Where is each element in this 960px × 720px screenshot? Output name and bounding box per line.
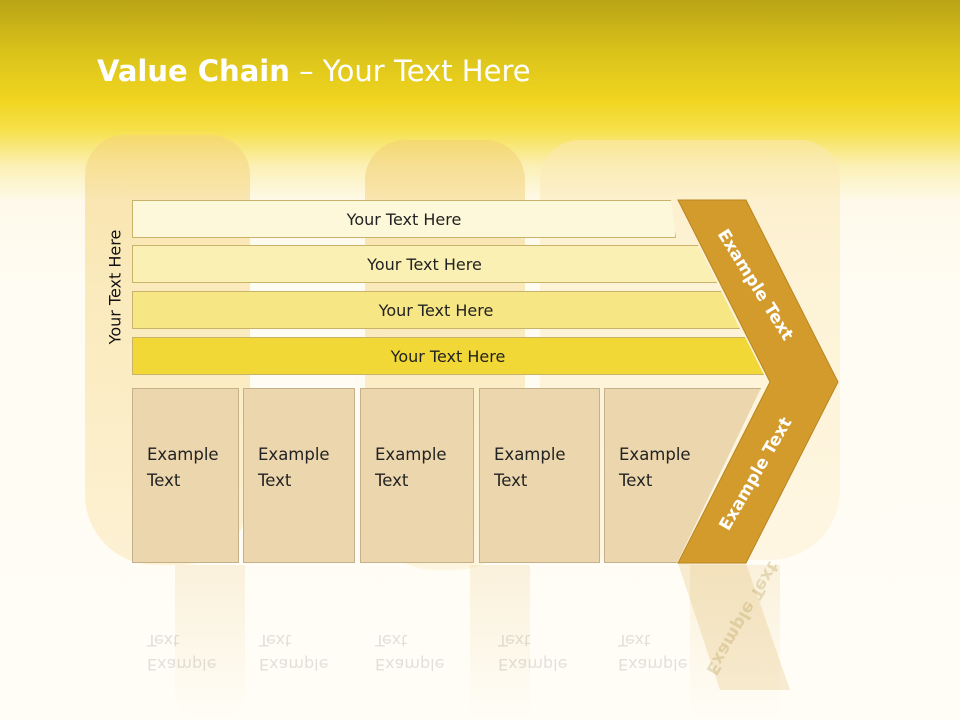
card-3-reflection-line1: Example [375, 655, 445, 674]
card-1-reflection-line1: Example [147, 655, 217, 674]
bar-2-label: Your Text Here [367, 254, 482, 274]
bar-1: Your Text Here [132, 200, 676, 238]
card-4-reflection-line1: Example [498, 655, 568, 674]
bar-3-label: Your Text Here [378, 300, 494, 320]
glass-stem-left [175, 565, 245, 720]
card-2-line1: Example [258, 445, 330, 464]
card-1-line1: Example [147, 445, 219, 464]
title-bold: Value Chain [97, 54, 290, 88]
bar-1-label: Your Text Here [346, 209, 462, 229]
card-2-reflection: Example Text [259, 628, 328, 676]
card-5-reflection-line2: Text [618, 631, 651, 650]
card-4-line2: Text [494, 471, 528, 490]
glass-stem-right [690, 565, 780, 720]
bar-4-label: Your Text Here [390, 346, 506, 366]
bar-3: Your Text Here [132, 291, 740, 329]
card-3-line2: Text [375, 471, 409, 490]
card-5-reflection: Example Text [618, 628, 687, 676]
slide-title: Value Chain – Your Text Here [97, 54, 531, 88]
card-4-line1: Example [494, 445, 566, 464]
card-2-reflection-line2: Text [259, 631, 292, 650]
card-1-line2: Text [147, 471, 181, 490]
chevron-arrow [677, 199, 839, 564]
card-1-reflection-line2: Text [147, 631, 180, 650]
card-2-line2: Text [258, 471, 292, 490]
card-1-reflection: Example Text [147, 628, 216, 676]
card-4-reflection-line2: Text [498, 631, 531, 650]
glass-stem-middle [470, 565, 530, 720]
card-2-reflection-line1: Example [259, 655, 329, 674]
chevron-reflection [678, 563, 790, 690]
bar-2: Your Text Here [132, 245, 717, 283]
card-3-reflection-line2: Text [375, 631, 408, 650]
card-5-reflection-line1: Example [618, 655, 688, 674]
card-5-line2: Text [619, 471, 653, 490]
bar-4: Your Text Here [132, 337, 764, 375]
card-3-reflection: Example Text [375, 628, 444, 676]
title-rest: – Your Text Here [289, 54, 531, 88]
card-4-reflection: Example Text [498, 628, 567, 676]
card-5-line1: Example [619, 445, 691, 464]
card-3-line1: Example [375, 445, 447, 464]
